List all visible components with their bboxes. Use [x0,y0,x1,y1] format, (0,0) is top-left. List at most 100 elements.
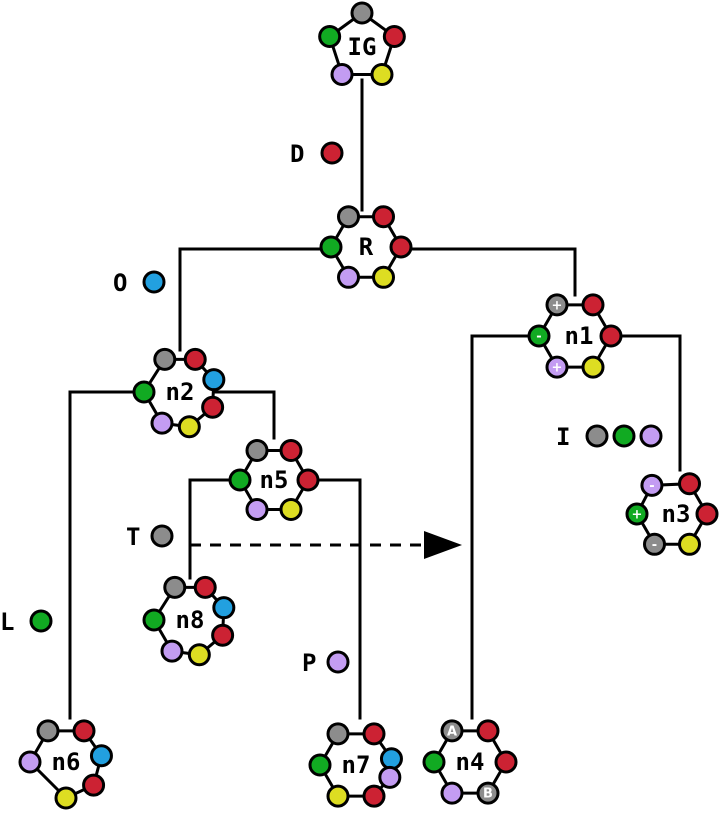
gray-ball [337,205,360,229]
event-label: P [302,649,316,677]
gray-ball [153,347,177,371]
event-l: L [0,608,53,636]
node-r: R [319,205,413,289]
event-o: O [113,269,166,297]
yellow-ball [678,532,701,556]
gray-ball [36,719,60,743]
red-ball [296,468,320,492]
ball-mark: + [552,298,563,313]
red-ball [476,719,500,743]
node-n4: A Bn4 [422,719,518,805]
event-t: T [126,523,174,551]
transfer-arrow-head [424,531,462,559]
gray-ball [440,719,464,743]
purple-ball [337,265,360,289]
red-ball [389,235,413,259]
green-ball [319,235,343,259]
gray-ball [163,575,187,599]
ball-mark: + [632,508,643,523]
red-ball [382,24,406,48]
node-label: R [359,233,374,261]
node-label: n1 [565,322,594,350]
event-label: O [113,269,127,297]
purple-ball [330,63,354,87]
gray-ball [150,524,174,548]
ball-mark: - [536,330,541,345]
purple-ball [640,473,664,497]
red-ball [581,293,605,317]
gray-ball [326,722,350,746]
yellow-ball [372,265,395,289]
yellow-ball [54,786,78,810]
green-ball [612,424,636,448]
node-label: n8 [176,606,205,634]
node-label: IG [348,33,377,61]
node-n6: n6 [18,719,113,810]
blue-ball [379,747,403,771]
edge-n2-n6 [68,390,142,720]
purple-ball [18,750,42,774]
purple-ball [545,355,569,379]
ball-mark: - [652,538,657,553]
green-ball [318,24,342,48]
node-n3: -+-n3 [625,472,719,556]
edge-n1-n3 [612,334,682,472]
yellow-ball [370,63,394,87]
node-ig: IG [318,1,406,87]
gray-ball [585,424,609,448]
blue-ball [89,744,113,768]
red-ball [211,623,235,647]
blue-ball [202,368,226,392]
edge-n5-n8 [188,478,240,580]
edge-n2-n5 [214,390,276,440]
red-ball [372,205,395,229]
purple-ball [160,639,184,663]
gray-ball [245,439,269,463]
red-ball [72,719,96,743]
purple-ball [326,650,350,674]
event-label: T [126,523,140,551]
event-i: I [556,423,663,451]
ball-mark: B [483,787,493,802]
green-ball [625,502,649,526]
edge-n1-n4 [470,334,538,720]
event-label: I [556,423,570,451]
node-n2: n2 [132,347,226,439]
transfer-arrow [190,531,462,559]
green-ball [142,608,166,632]
purple-ball [150,411,174,435]
ball-mark: A [447,724,457,739]
red-ball [494,750,518,774]
node-label: n2 [166,378,195,406]
red-ball [183,347,207,371]
node-label: n4 [456,748,485,776]
green-ball [527,324,551,348]
gray-ball [643,532,666,556]
yellow-ball [326,784,350,808]
purple-ball [378,765,402,789]
gray-ball [350,1,374,25]
node-label: n6 [52,748,81,776]
event-label: L [0,608,14,636]
ball-mark: - [649,479,654,494]
red-ball [362,784,386,808]
yellow-ball [187,643,211,667]
node-n8: n8 [142,575,236,667]
events-layer: D O I T L P [0,140,663,677]
node-label: n7 [342,751,371,779]
ball-mark: + [552,361,563,376]
red-ball [279,439,303,463]
red-ball [362,722,386,746]
red-ball [82,773,106,797]
red-ball [599,324,623,348]
event-d: D [290,140,344,168]
gray-ball [476,781,500,805]
yellow-ball [177,415,201,439]
node-n5: n5 [228,439,320,521]
red-ball [320,141,344,165]
node-n1: + + - n1 [527,293,623,379]
edge-n5-n7 [308,478,362,720]
tree-edges [68,78,682,720]
blue-ball [142,270,166,294]
